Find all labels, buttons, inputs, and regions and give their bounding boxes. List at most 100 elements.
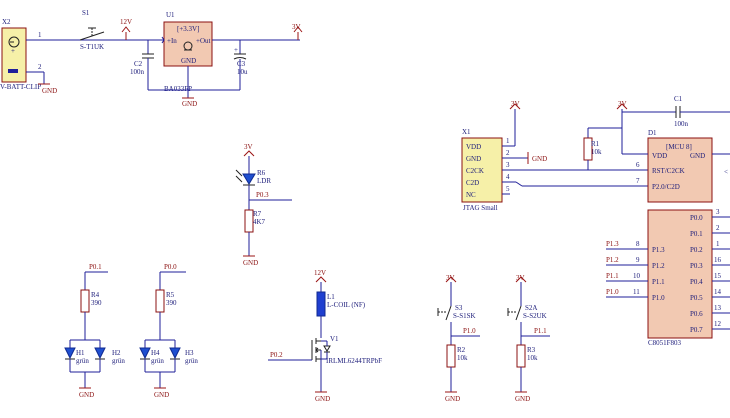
jack-icon <box>8 36 20 48</box>
jtag-body <box>461 137 503 203</box>
switch-s3-icon <box>445 305 452 321</box>
led-branch-r4: P0.1 R4 390 H1 grün H2 grün GND <box>64 263 125 399</box>
regulator-part: BA033FP <box>164 85 192 93</box>
mcu-pin-p00: P0.0 <box>690 214 703 222</box>
r7-value: 4K7 <box>253 218 266 226</box>
ldr-icon <box>242 173 256 185</box>
jtag-gnd-net: GND <box>532 155 547 163</box>
switch-s3: 3V S3 S-S1SK P1.0 R2 10k GND <box>437 274 480 403</box>
battery-ref: X2 <box>2 18 11 26</box>
mcu-ref: D1 <box>648 129 657 137</box>
fet-gate-net: P0.2 <box>270 351 283 359</box>
battery-clip-x2: + X2 V-BATT-CLIP 1 2 GND <box>0 18 148 95</box>
mcu-num-2: 2 <box>716 224 720 232</box>
c3-value: 10u <box>237 68 248 76</box>
regulator-u1: U1 [+3.3V] +In +Out GND BA033FP GND <box>148 11 300 108</box>
mcu-pin-p04: P0.4 <box>690 278 703 286</box>
h2-ref: H2 <box>112 349 121 357</box>
mcu-num-6: 6 <box>636 161 640 169</box>
mcu-pin-p13: P1.3 <box>652 246 665 254</box>
ldr-r6: 3V R6 LDR P0.3 R7 4K7 GND <box>235 143 292 267</box>
switch-s2: 3V S2A S-S2UK P1.1 R3 10k GND <box>507 274 550 403</box>
coil-name: L-COIL (NF) <box>327 301 366 309</box>
s2-net: P1.1 <box>534 327 547 335</box>
r4-value: 390 <box>91 299 102 307</box>
plus-sign: + <box>11 47 15 55</box>
led-h2-icon <box>94 347 106 360</box>
r4-ref: R4 <box>91 291 100 299</box>
mcu-num-8: 8 <box>636 240 640 248</box>
c1-ref: C1 <box>674 95 683 103</box>
c1-value: 100n <box>674 120 689 128</box>
r1-value: 10k <box>591 148 602 156</box>
s2-name: S-S2UK <box>523 312 547 320</box>
jtag-pin-gnd: GND <box>466 155 481 163</box>
r5-net: P0.0 <box>164 263 177 271</box>
mcu-part: C8051F803 <box>648 339 682 347</box>
capacitor-c2: C2 100n <box>130 40 154 90</box>
mcu-num-7: 7 <box>636 177 640 185</box>
jtag-num-1: 1 <box>506 137 510 145</box>
regulator-ref: U1 <box>166 11 175 19</box>
mcu-top-body <box>647 137 713 203</box>
mcu-net-p12: P1.2 <box>606 256 619 264</box>
jtag-num-3: 3 <box>506 161 510 169</box>
coil-driver: 12V L1 L-COIL (NF) V1 IRLML6244TRPbF P0.… <box>268 269 382 403</box>
mcu-bottom-body <box>647 209 713 339</box>
c2-ref: C2 <box>134 60 143 68</box>
jtag-vcc: 3V <box>511 100 520 108</box>
mcu-pin-p12: P1.2 <box>652 262 665 270</box>
r4-led-gnd: GND <box>79 391 94 399</box>
h2-color: grün <box>112 357 125 365</box>
s2-ref: S2A <box>525 304 537 312</box>
mcu-pin-p03: P0.3 <box>690 262 703 270</box>
r5-value: 390 <box>166 299 177 307</box>
r1-ref: R1 <box>591 140 600 148</box>
regulator-gnd-label: GND <box>182 100 197 108</box>
mcu-pin-p01: P0.1 <box>690 230 703 238</box>
mcu-net-p10: P1.0 <box>606 288 619 296</box>
resistor-r3-body <box>516 344 526 368</box>
regulator-out: +Out <box>196 37 211 45</box>
battery-pin2: 2 <box>38 63 42 71</box>
ldr-ref: R6 <box>257 169 266 177</box>
r5-led-gnd: GND <box>154 391 169 399</box>
battery-pin1: 1 <box>38 31 42 39</box>
mcu-d1: D1 [MCU 8] VDD GND RST/C2CK P2.0/C2D 6 7… <box>606 129 730 347</box>
capacitor-c3: + C3 10u <box>233 40 248 90</box>
r4-net: P0.1 <box>89 263 102 271</box>
h4-ref: H4 <box>151 349 160 357</box>
mcu-title: [MCU 8] <box>666 143 692 151</box>
mcu-vcc: 3V <box>618 100 627 108</box>
r2-ref: R2 <box>457 346 466 354</box>
h1-color: grün <box>76 357 89 365</box>
mcu-num-12: 12 <box>714 320 722 328</box>
minus-terminal-icon <box>8 69 18 73</box>
jtag-num-2: 2 <box>506 149 510 157</box>
net-3v-top-label: 3V <box>292 23 301 31</box>
jtag-pin-nc: NC <box>466 191 476 199</box>
jtag-num-5: 5 <box>506 185 510 193</box>
coil-l1-icon <box>316 291 326 317</box>
jtag-x1: 3V X1 JTAG Small VDD GND C2CK C2D NC 1 2… <box>461 100 648 212</box>
mcu-pin-p06: P0.6 <box>690 310 703 318</box>
r2-gnd: GND <box>445 395 460 403</box>
regulator-gnd-pin: GND <box>181 57 196 65</box>
switch-s1: S1 S-T1UK <box>79 9 105 51</box>
switch-s2-icon <box>515 305 522 321</box>
h3-color: grün <box>185 357 198 365</box>
mcu-num-10: 10 <box>633 272 641 280</box>
mcu-net-p11: P1.1 <box>606 272 619 280</box>
mcu-num-11: 11 <box>633 288 640 296</box>
mcu-pin-p07: P0.7 <box>690 326 703 334</box>
mcu-pin-p11: P1.1 <box>652 278 665 286</box>
fet-gnd: GND <box>315 395 330 403</box>
fet-name: IRLML6244TRPbF <box>326 357 382 365</box>
switch-s1-ref: S1 <box>82 9 90 17</box>
mcu-pin-p05: P0.5 <box>690 294 703 302</box>
jtag-pin-c2d: C2D <box>466 179 479 187</box>
led-h4-icon <box>139 347 151 360</box>
mcu-pin-c2d: P2.0/C2D <box>652 183 680 191</box>
ldr-name: LDR <box>257 177 271 185</box>
